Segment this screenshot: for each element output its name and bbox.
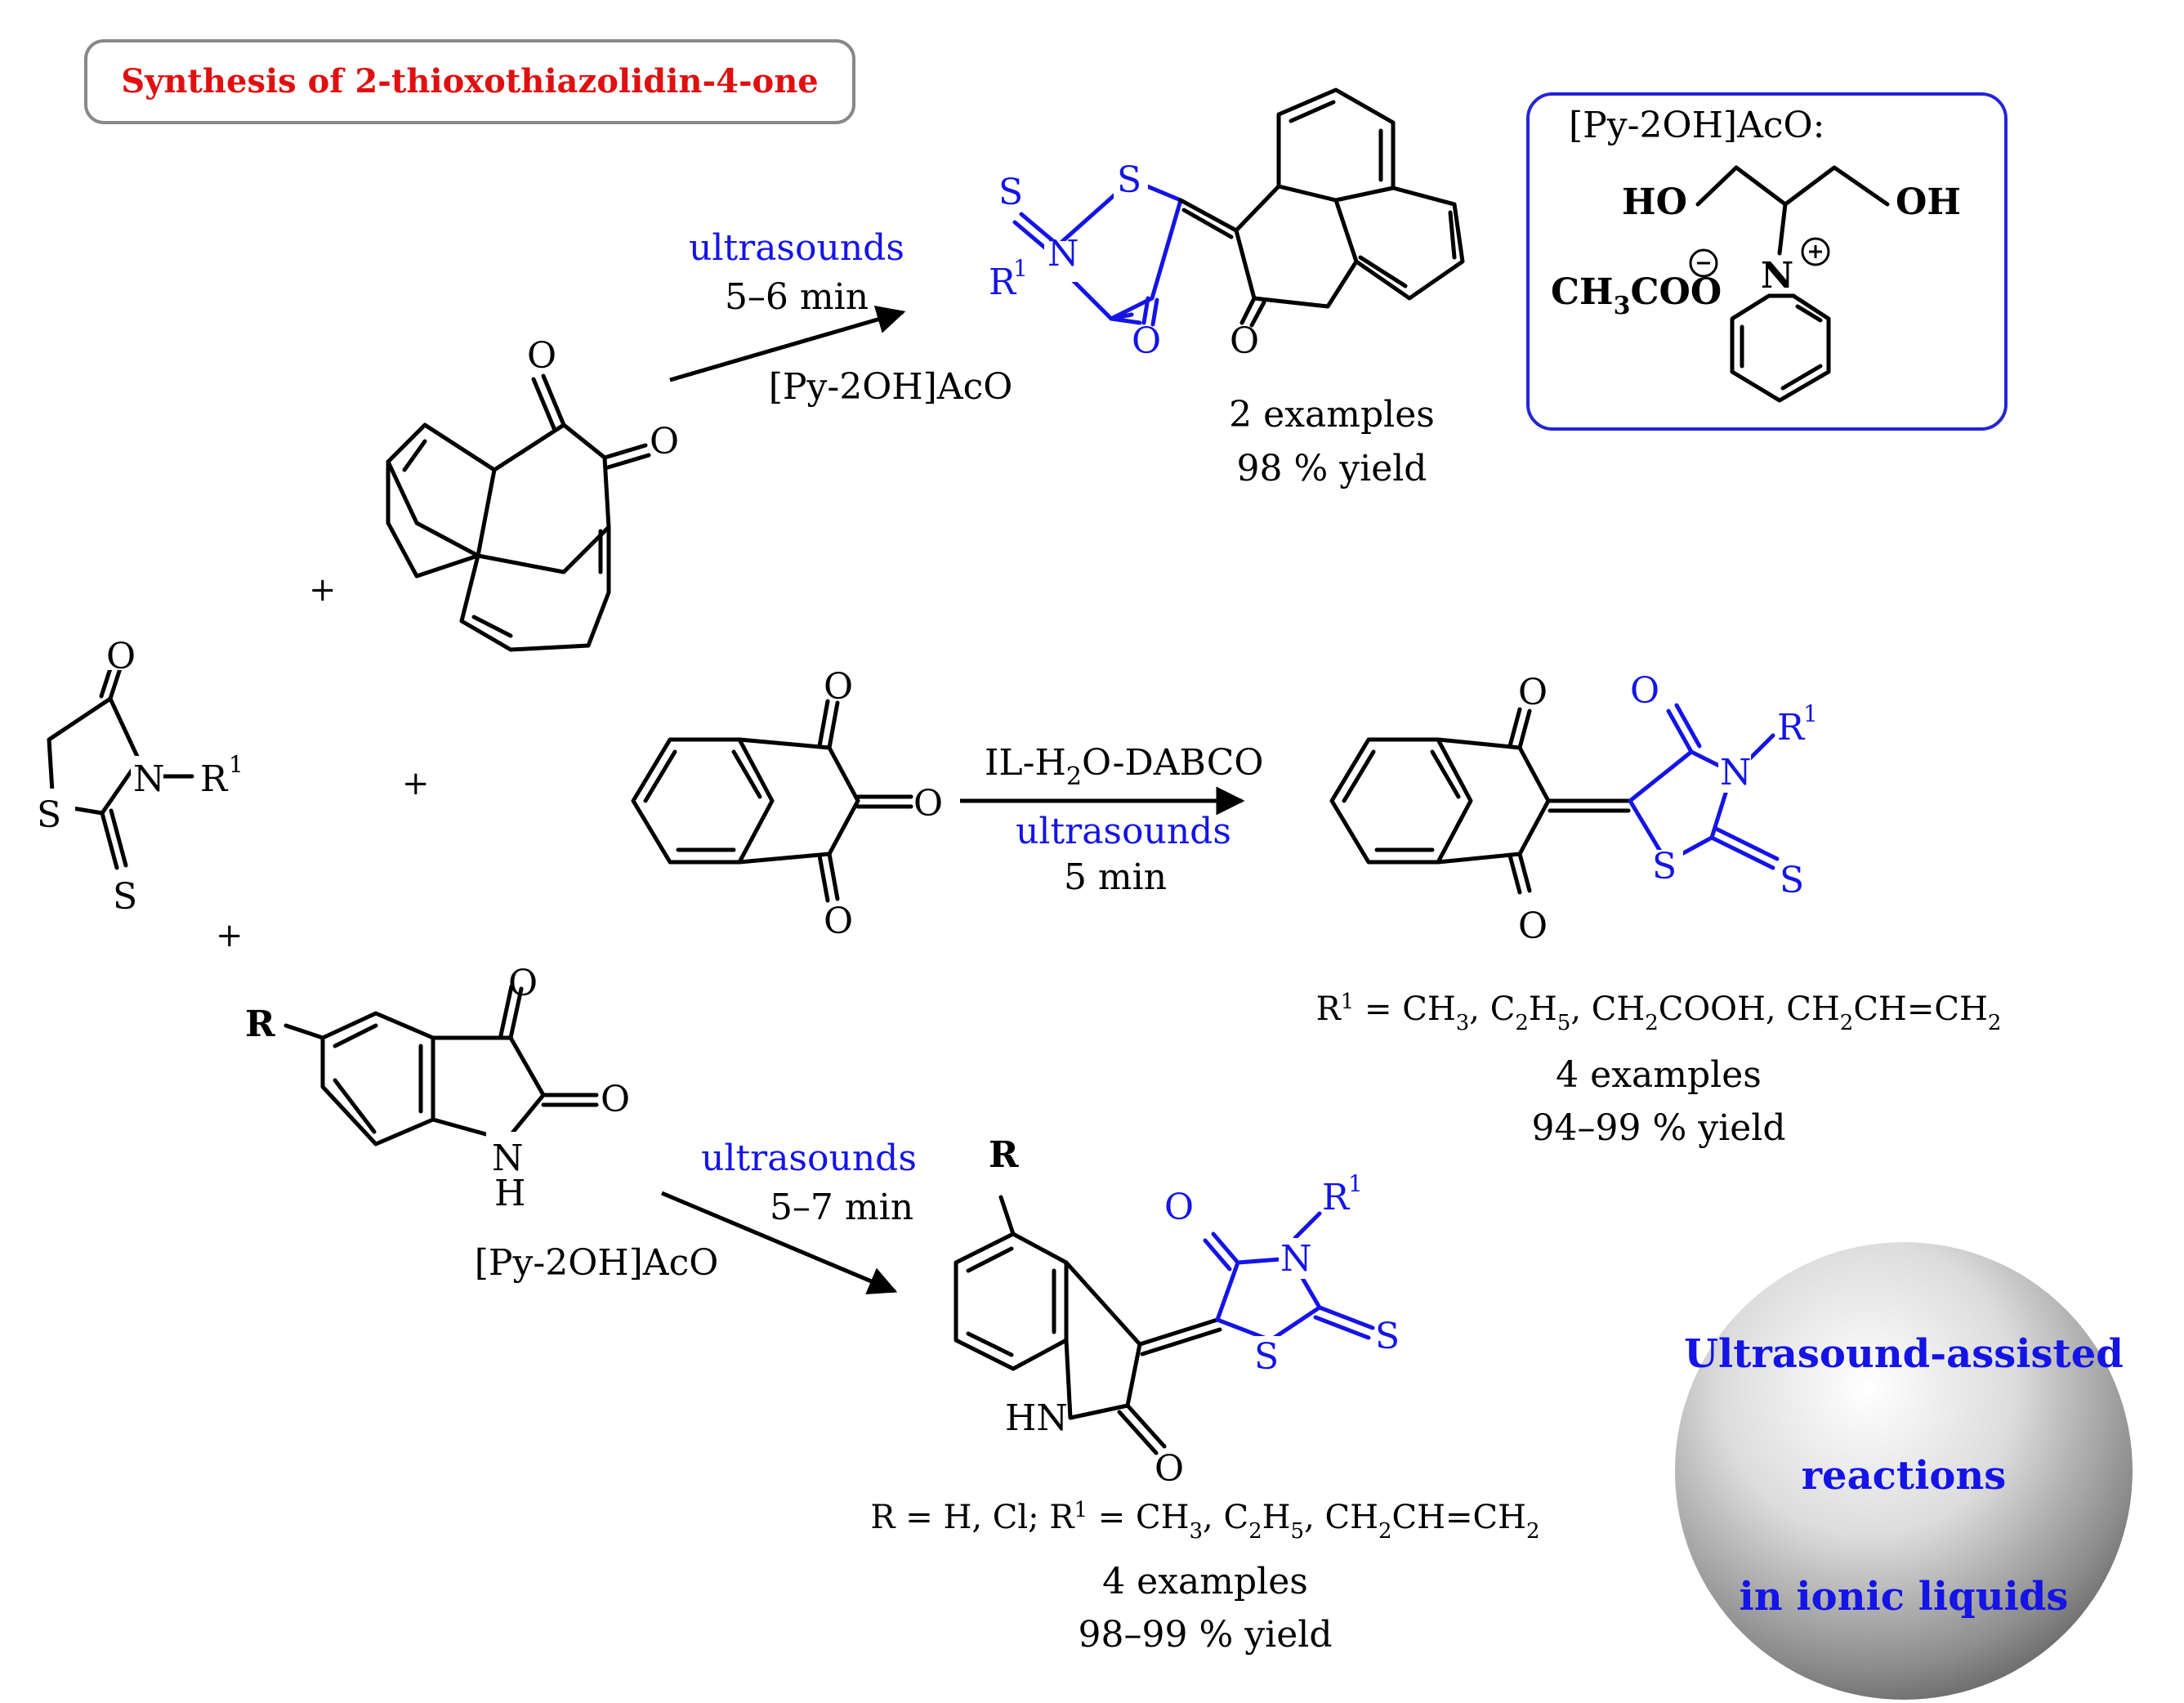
middle-condition-time: 5 min xyxy=(1064,856,1167,898)
atom-o: O xyxy=(601,1079,630,1120)
atom-n: N xyxy=(1720,752,1752,793)
ho-group: HO xyxy=(1622,181,1687,223)
atom-o: O xyxy=(508,963,538,1004)
atom-s: S xyxy=(1652,846,1677,887)
rhodanine-reactant: S O S N R 1 xyxy=(33,629,243,918)
r1-label: R xyxy=(200,758,229,800)
sphere-line-2: reactions xyxy=(1802,1453,2007,1499)
atom-o: O xyxy=(913,783,943,825)
top-catalyst: [Py-2OH]AcO xyxy=(769,366,1013,408)
atom-s: S xyxy=(1375,1316,1400,1357)
middle-examples: 4 examples xyxy=(1556,1054,1762,1096)
atom-o: O xyxy=(1230,320,1259,362)
atom-s: S xyxy=(37,794,61,836)
reaction-arrow-bottom xyxy=(661,1191,898,1294)
ionic-liquid-box: [Py-2OH]AcO: HO OH CH3COO N xyxy=(1526,92,2008,431)
atom-o: O xyxy=(106,636,136,677)
middle-condition-ultrasounds: ultrasounds xyxy=(1016,811,1231,852)
atom-o: O xyxy=(1518,672,1548,713)
ionic-liquid-name: [Py-2OH]AcO: xyxy=(1569,105,1824,146)
plus-sign: + xyxy=(309,571,337,609)
atom-s: S xyxy=(1254,1336,1279,1378)
indantrione-reactant: O O O xyxy=(631,666,943,942)
plus-sign: + xyxy=(402,765,430,802)
atom-h: H xyxy=(494,1173,525,1214)
reaction-arrow-top xyxy=(669,306,906,382)
sphere-line-3: in ionic liquids xyxy=(1740,1574,2069,1620)
atom-s: S xyxy=(113,876,137,918)
top-examples: 2 examples xyxy=(1229,394,1435,436)
r1-label: R xyxy=(1777,707,1806,749)
r-label: R xyxy=(245,1003,275,1045)
bottom-yield: 98–99 % yield xyxy=(1079,1614,1333,1656)
bottom-examples: 4 examples xyxy=(1102,1561,1308,1602)
atom-n: N xyxy=(133,758,165,800)
atom-s: S xyxy=(998,172,1023,213)
title-box: Synthesis of 2-thioxothiazolidin-4-one xyxy=(84,39,855,124)
atom-s: S xyxy=(1780,860,1804,901)
atom-o: O xyxy=(1630,670,1659,712)
r1-superscript: 1 xyxy=(1348,1170,1363,1197)
isatin-reactant: R O O N H xyxy=(245,963,630,1214)
acenaphthenequinone-reactant: O O xyxy=(386,335,679,652)
atom-o: O xyxy=(527,335,556,377)
top-product: S S N R 1 O O xyxy=(989,87,1465,362)
atom-o: O xyxy=(1132,320,1161,362)
atom-s: S xyxy=(1117,159,1141,201)
r1-label: R xyxy=(1322,1177,1351,1218)
bottom-catalyst: [Py-2OH]AcO xyxy=(475,1242,719,1284)
atom-o: O xyxy=(824,666,853,708)
atom-o: O xyxy=(1164,1187,1194,1228)
r1-superscript: 1 xyxy=(1803,700,1818,727)
plus-sign: + xyxy=(216,917,243,954)
atom-o: O xyxy=(1155,1448,1184,1490)
scheme-title: Synthesis of 2-thioxothiazolidin-4-one xyxy=(121,62,819,101)
bottom-product: R HN O O N R 1 S S xyxy=(954,1134,1400,1490)
bottom-condition-ultrasounds: ultrasounds xyxy=(701,1138,917,1179)
sphere-line-1: Ultrasound-assisted xyxy=(1684,1331,2124,1377)
atom-o: O xyxy=(650,421,679,463)
top-condition-time: 5–6 min xyxy=(725,276,869,318)
bottom-condition-time: 5–7 min xyxy=(770,1187,913,1228)
bottom-substituents: R = H, Cl; R1 = CH3, C2H5, CH2CH=CH2 xyxy=(870,1498,1539,1544)
top-yield: 98 % yield xyxy=(1237,448,1427,489)
r-label: R xyxy=(989,1134,1019,1176)
ultrasound-sphere: Ultrasound-assisted reactions in ionic l… xyxy=(1675,1242,2133,1700)
r1-superscript: 1 xyxy=(229,751,243,778)
hn-group: HN xyxy=(1005,1397,1068,1439)
oh-group: OH xyxy=(1896,181,1961,223)
top-condition-ultrasounds: ultrasounds xyxy=(689,227,904,269)
middle-yield: 94–99 % yield xyxy=(1532,1107,1786,1149)
middle-reagent: IL-H2O-DABCO xyxy=(985,742,1263,791)
r1-superscript: 1 xyxy=(1013,255,1028,282)
atom-o: O xyxy=(824,901,853,942)
acetate-anion: CH3COO xyxy=(1551,271,1722,320)
atom-n: N xyxy=(492,1138,524,1179)
pyridinium-n: N xyxy=(1761,255,1793,297)
atom-o: O xyxy=(1518,905,1548,947)
middle-product: O O O N R 1 S S xyxy=(1329,670,1818,947)
middle-substituents: R1 = CH3, C2H5, CH2COOH, CH2CH=CH2 xyxy=(1316,990,2002,1035)
r1-label: R xyxy=(989,261,1017,303)
atom-n: N xyxy=(1047,233,1079,275)
atom-n: N xyxy=(1280,1238,1312,1280)
